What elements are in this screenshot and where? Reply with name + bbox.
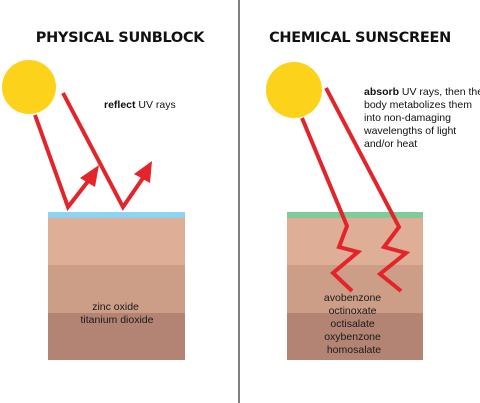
right-ingredients: avobenzone octinoxate octisalate oxybenz… — [324, 292, 384, 356]
left-skin — [48, 212, 185, 360]
right-panel: CHEMICAL SUNSCREEN absorb UV rays, then … — [266, 30, 480, 360]
right-title: CHEMICAL SUNSCREEN — [269, 30, 451, 46]
sunblock-layer — [48, 212, 185, 218]
left-note-bold: reflect — [104, 99, 136, 111]
ray-arrowhead-1 — [80, 165, 99, 187]
left-title: PHYSICAL SUNBLOCK — [36, 30, 206, 46]
reflected-ray-2 — [61, 92, 145, 211]
absorbed-ray-1 — [300, 117, 363, 293]
right-note: absorb UV rays, then the body metabolize… — [363, 86, 480, 150]
sun-icon — [266, 62, 322, 118]
right-note-line-3: into non-damaging — [364, 112, 451, 124]
left-skin-layer-bottom — [48, 313, 185, 360]
sunscreen-layer — [287, 212, 423, 218]
right-note-line-5: and/or heat — [364, 138, 417, 150]
right-ingredient: avobenzone — [324, 292, 381, 304]
right-note-bold: absorb — [364, 86, 399, 98]
right-note-line-1: absorb UV rays, then the — [364, 86, 480, 98]
left-panel: PHYSICAL SUNBLOCK reflect UV rays zinc o… — [2, 30, 206, 360]
left-skin-layer-mid — [48, 265, 185, 313]
left-ingredient: zinc oxide — [92, 301, 139, 313]
right-note-rest: UV rays, then the — [399, 86, 480, 98]
left-ingredients: zinc oxide titanium dioxide — [81, 301, 154, 326]
sun-icon — [2, 60, 56, 114]
right-skin-layer-bottom — [287, 313, 423, 360]
right-ingredient: homosalate — [327, 344, 381, 356]
right-note-line-2: body metabolizes them — [364, 99, 472, 111]
left-note: reflect UV rays — [104, 99, 176, 111]
right-ingredient: octisalate — [330, 318, 375, 330]
absorbed-ray-2 — [324, 87, 411, 293]
right-skin — [287, 212, 423, 360]
right-absorbed-rays — [300, 87, 411, 293]
ray-arrowhead-2 — [134, 161, 152, 183]
reflected-ray-1 — [33, 114, 91, 212]
left-ingredient: titanium dioxide — [81, 314, 154, 326]
left-reflected-rays — [33, 92, 145, 212]
right-ingredient: octinoxate — [329, 305, 377, 317]
right-ingredient: oxybenzone — [324, 331, 381, 343]
right-note-line-4: wavelengths of light — [363, 125, 456, 137]
left-note-rest: UV rays — [136, 99, 176, 111]
left-skin-layer-top — [48, 218, 185, 265]
